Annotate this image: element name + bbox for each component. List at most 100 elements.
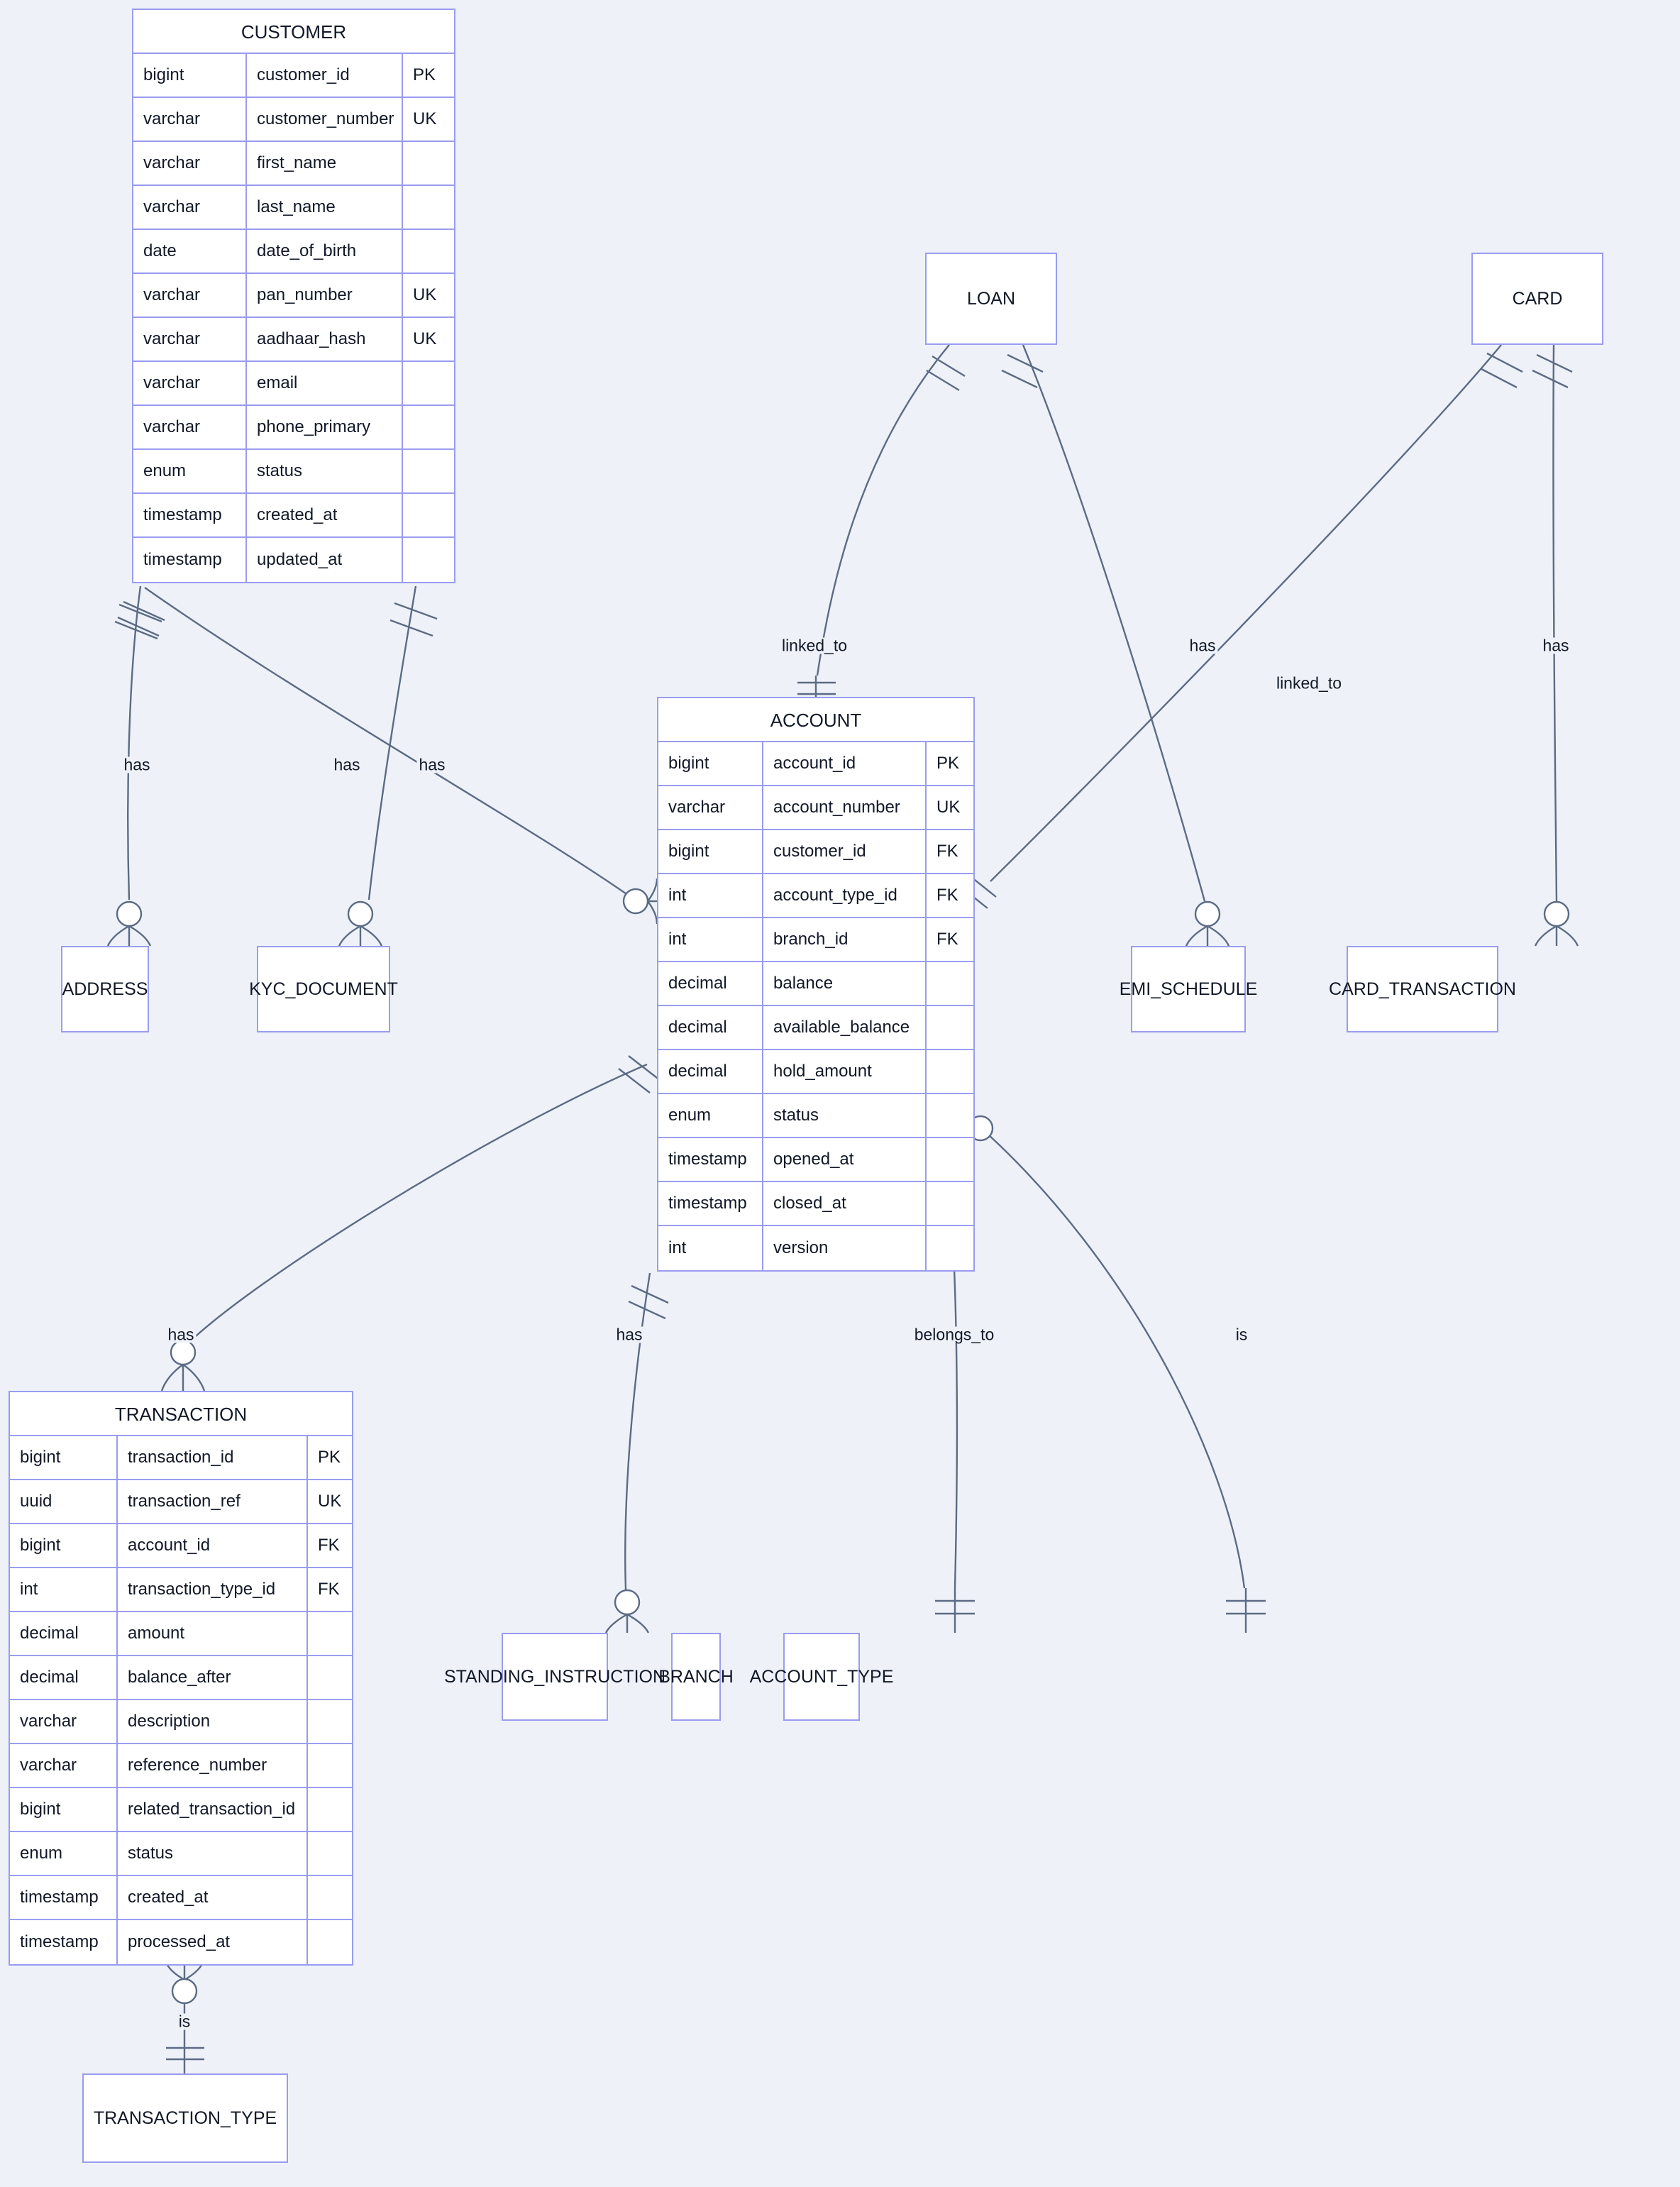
entity-box-branch[interactable]: BRANCH: [658, 1633, 734, 1721]
attribute-key-badge: [927, 1226, 973, 1270]
attribute-type: uuid: [10, 1480, 118, 1523]
attribute-type: varchar: [133, 318, 247, 360]
attribute-key-badge: [403, 186, 454, 228]
attribute-key-badge: [927, 1050, 973, 1093]
entity-box-card[interactable]: CARD: [1471, 253, 1603, 345]
attribute-name: created_at: [247, 494, 403, 536]
edge-card-account: [958, 344, 1523, 909]
entity-box-account-type[interactable]: ACCOUNT_TYPE: [750, 1633, 893, 1721]
attribute-name: customer_id: [763, 830, 927, 873]
entity-box-loan[interactable]: LOAN: [925, 253, 1057, 345]
attribute-key-badge: UK: [936, 798, 961, 817]
attribute-name: transaction_id: [118, 1436, 308, 1479]
relationship-label: has: [331, 756, 363, 773]
attribute-key-badge: UK: [318, 1492, 342, 1511]
relationship-label: belongs_to: [912, 1326, 997, 1343]
entity-label-transaction-type: TRANSACTION_TYPE: [93, 2108, 277, 2128]
attribute-key-badge: [403, 538, 454, 582]
entity-box-address[interactable]: ADDRESS: [61, 946, 149, 1032]
attribute-name: status: [118, 1832, 308, 1875]
entity-title-customer: CUSTOMER: [133, 10, 454, 54]
attribute-name: available_balance: [763, 1006, 927, 1049]
attribute-type: enum: [658, 1094, 763, 1137]
attribute-key-badge: FK: [318, 1536, 340, 1555]
edge-customer-account: [117, 587, 658, 925]
relationship-label: is: [176, 2013, 193, 2030]
attribute-name: account_id: [118, 1524, 308, 1567]
entity-box-kyc-document[interactable]: KYC_DOCUMENT: [249, 946, 398, 1032]
entity-label-card: CARD: [1512, 288, 1563, 309]
attribute-type: timestamp: [133, 538, 247, 582]
attribute-type: varchar: [658, 786, 763, 829]
attribute-key-badge: [403, 142, 454, 184]
attribute-name: branch_id: [763, 918, 927, 961]
attribute-key-badge: [308, 1700, 352, 1743]
attribute-key-badge: [927, 1094, 973, 1137]
attribute-type: timestamp: [658, 1138, 763, 1181]
entity-box-emi-schedule[interactable]: EMI_SCHEDULE: [1120, 946, 1257, 1032]
attribute-key-badge: [403, 230, 454, 272]
attribute-name: email: [247, 362, 403, 404]
relationship-label: has: [416, 756, 448, 773]
entity-title-transaction: TRANSACTION: [10, 1392, 352, 1436]
attribute-key-badge: [308, 1920, 352, 1964]
entity-box-transaction-type[interactable]: TRANSACTION_TYPE: [82, 2073, 288, 2163]
attribute-type: varchar: [133, 142, 247, 184]
attribute-type: decimal: [658, 1050, 763, 1093]
attribute-key-badge: [403, 494, 454, 536]
attribute-key-badge: FK: [936, 842, 958, 861]
attribute-type: int: [658, 1226, 763, 1270]
entity-label-address: ADDRESS: [62, 979, 148, 999]
attribute-type: varchar: [10, 1700, 118, 1743]
entity-label-card-transaction: CARD_TRANSACTION: [1329, 979, 1516, 999]
attribute-name: status: [247, 450, 403, 492]
entity-title-account: ACCOUNT: [658, 698, 973, 742]
attribute-key-badge: [308, 1788, 352, 1831]
attribute-key-badge: [308, 1832, 352, 1875]
attribute-type: int: [658, 918, 763, 961]
attribute-type: varchar: [133, 98, 247, 141]
attribute-key-badge: FK: [318, 1580, 340, 1599]
attribute-type: bigint: [133, 54, 247, 97]
attribute-name: last_name: [247, 186, 403, 228]
attribute-name: version: [763, 1226, 927, 1270]
attribute-type: varchar: [133, 274, 247, 316]
entity-label-loan: LOAN: [966, 288, 1016, 309]
attribute-type: enum: [133, 450, 247, 492]
entity-box-card-transaction[interactable]: CARD_TRANSACTION: [1329, 946, 1516, 1032]
attribute-type: int: [658, 874, 763, 917]
attribute-type: bigint: [658, 742, 763, 785]
attribute-type: timestamp: [133, 494, 247, 536]
entity-box-standing-instruction[interactable]: STANDING_INSTRUCTION: [444, 1633, 665, 1721]
attribute-type: varchar: [133, 406, 247, 448]
attribute-name: customer_id: [247, 54, 403, 97]
edge-account-transaction: [160, 1055, 661, 1392]
attribute-name: created_at: [118, 1876, 308, 1919]
edge-account-accounttype: [946, 1096, 1266, 1633]
